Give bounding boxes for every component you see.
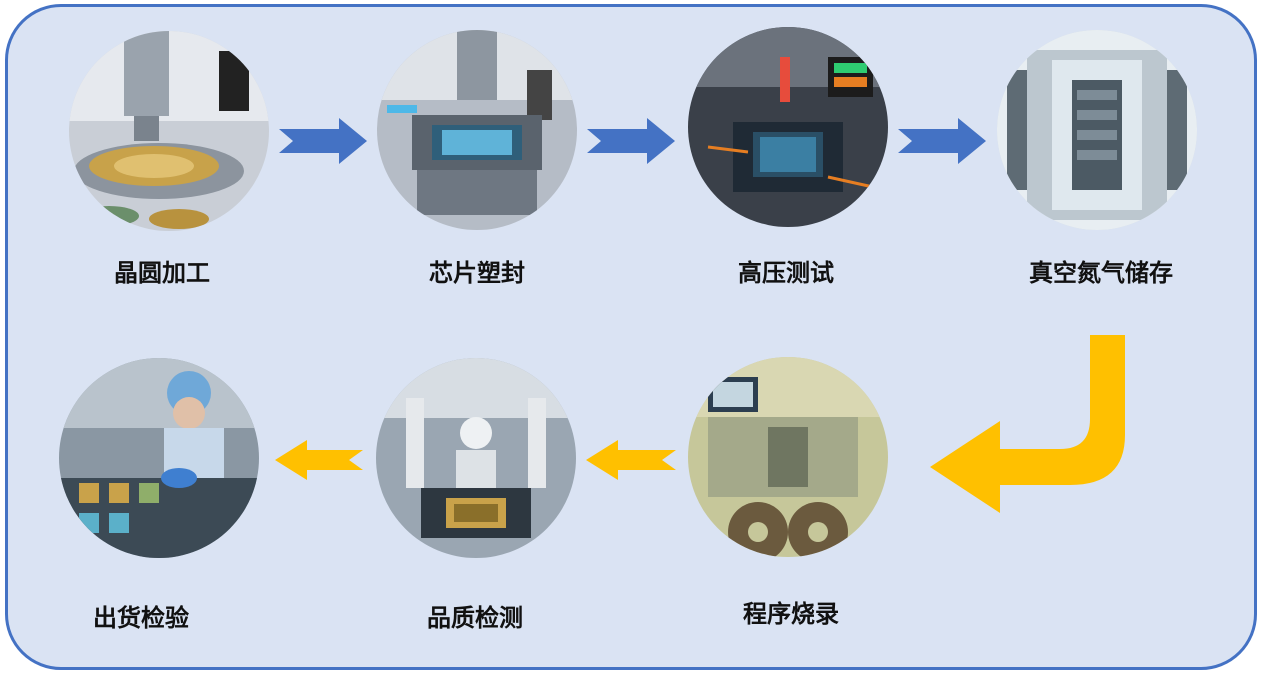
arrow-left-2: [275, 440, 363, 480]
worker-inspection-icon: [59, 358, 259, 558]
robot-inspection-icon: [376, 358, 576, 558]
programmer-machine-icon: [688, 357, 888, 557]
arrow-right-2: [587, 118, 675, 164]
arrow-right-3: [898, 118, 986, 164]
step-label-shipping: 出货检验: [93, 604, 189, 632]
arrow-right-1: [279, 118, 367, 164]
arrow-left-1: [586, 440, 676, 480]
step-label-packaging: 芯片塑封: [429, 259, 525, 287]
step-label-inspection: 品质检测: [427, 604, 523, 632]
wafer-machine-icon: [69, 31, 269, 231]
chip-press-icon: [377, 30, 577, 230]
arrow-turn-down-left: [930, 335, 1125, 513]
step-label-storage: 真空氮气储存: [1029, 259, 1173, 287]
chip-test-icon: [688, 27, 888, 227]
nitrogen-cabinet-icon: [997, 30, 1197, 230]
step-label-programming: 程序烧录: [743, 600, 839, 628]
step-label-hv-test: 高压测试: [738, 259, 834, 287]
step-label-wafer: 晶圆加工: [114, 259, 210, 287]
